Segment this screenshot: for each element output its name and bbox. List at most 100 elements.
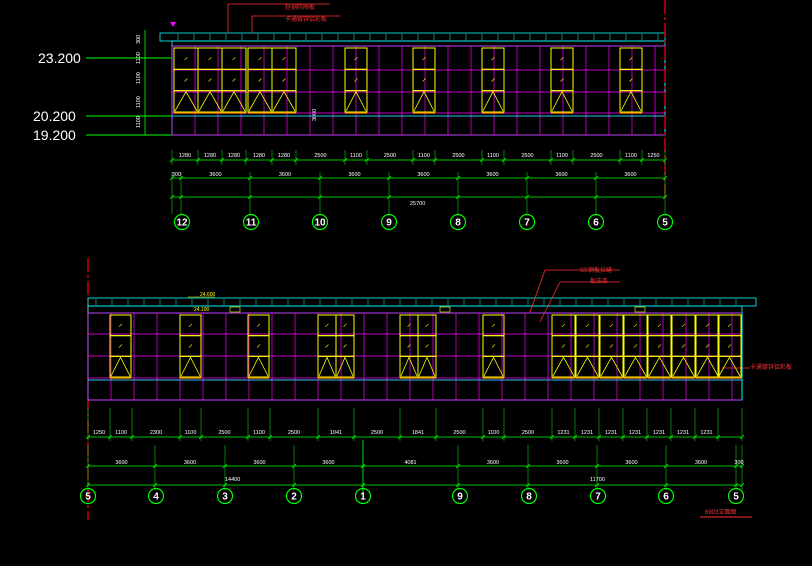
axis-bubble	[656, 213, 674, 231]
window-triangle	[483, 356, 504, 377]
window-mark	[184, 56, 188, 61]
dimension-tick	[195, 157, 201, 163]
dimension-tick	[715, 434, 721, 440]
bay-dim-text: 3600	[209, 172, 221, 178]
dimension-tick	[315, 434, 321, 440]
dimension-tick	[169, 157, 175, 163]
segment-dim-text: 1041	[330, 430, 342, 436]
axis-bubble	[285, 487, 303, 505]
bay-dim-text: 3600	[624, 172, 636, 178]
window-pane	[481, 90, 505, 113]
dimension-tick	[291, 463, 297, 469]
dimension-tick	[620, 434, 626, 440]
bay-dim-text: 3600	[253, 460, 265, 466]
segment-dim-text: 1100	[556, 153, 568, 159]
window-mark	[258, 56, 262, 61]
window-triangle	[248, 356, 269, 377]
window-pane	[623, 355, 648, 378]
segment-dim-text: 2500	[314, 153, 326, 159]
window-mark	[560, 56, 564, 61]
dimension-tick	[386, 175, 392, 181]
vertical-dim-text: 1100	[136, 96, 142, 108]
dimension-tick	[594, 463, 600, 469]
roof-vent	[229, 306, 241, 313]
dimension-tick	[593, 175, 599, 181]
vertical-dim-text: 3000	[312, 109, 318, 121]
dimension-tick	[572, 434, 578, 440]
segment-dim-text: 2500	[521, 153, 533, 159]
window-mark	[282, 56, 286, 61]
bay-dim-text: 300	[172, 172, 181, 178]
dimension-tick	[432, 157, 438, 163]
roof-hatching	[95, 299, 737, 313]
window-pane	[179, 355, 202, 378]
window-triangle	[222, 90, 246, 112]
window-pane	[619, 90, 643, 113]
dimension-tick	[291, 482, 297, 488]
dimension-tick	[594, 482, 600, 488]
axis-bubble	[587, 213, 605, 231]
total-dimension-text: 25700	[410, 201, 425, 207]
segment-dim-text: 2300	[150, 430, 162, 436]
segment-dim-text: 2500	[384, 153, 396, 159]
window-triangle	[198, 90, 222, 112]
axis-bubble	[449, 213, 467, 231]
window-mark	[256, 323, 261, 328]
segment-dim-text: 1100	[350, 153, 362, 159]
dimension-tick	[152, 482, 158, 488]
segment-dim-text: 2500	[590, 153, 602, 159]
segment-dim-text: 1100	[625, 153, 637, 159]
axis-label: 3	[222, 492, 228, 503]
segment-dim-text: 1231	[581, 430, 593, 436]
window-mark	[325, 323, 329, 328]
segment-dim-text: 1231	[629, 430, 641, 436]
dimension-tick	[85, 434, 91, 440]
window-triangle	[718, 356, 741, 377]
bay-dim-text: 3600	[348, 172, 360, 178]
dimension-tick	[733, 463, 739, 469]
dimension-tick	[662, 157, 668, 163]
note-text: 卡通镀锌铝彩板	[285, 15, 327, 23]
bay-dim-text: 3600	[322, 460, 334, 466]
dimension-tick	[668, 434, 674, 440]
total-dimension-text: 11700	[590, 477, 605, 483]
window-triangle	[110, 356, 131, 377]
window-pane	[482, 355, 505, 378]
window-triangle	[318, 356, 336, 377]
axis-label: 11	[246, 218, 257, 229]
window-pane	[109, 355, 132, 378]
dimension-tick	[455, 463, 461, 469]
window-triangle	[648, 356, 671, 377]
window-mark	[118, 344, 123, 348]
segment-dim-text: 1231	[653, 430, 665, 436]
axis-bubble	[657, 487, 675, 505]
window-mark	[354, 56, 358, 61]
axis-label: 5	[85, 492, 91, 503]
window-triangle	[576, 356, 599, 377]
window-mark	[609, 344, 614, 348]
dimension-tick	[222, 482, 228, 488]
segment-dim-text: 1100	[488, 430, 500, 436]
vertical-dim-text: 1100	[136, 52, 142, 64]
window-mark	[561, 323, 566, 328]
dimension-tick	[644, 434, 650, 440]
dimension-tick	[342, 157, 348, 163]
window-triangle	[482, 90, 504, 112]
window-mark	[681, 323, 686, 328]
window-triangle	[174, 90, 198, 112]
window-triangle	[400, 356, 418, 377]
dimension-tick	[317, 194, 323, 200]
axis-label: 9	[386, 218, 392, 229]
dimension-tick	[662, 194, 668, 200]
dimension-tick	[293, 157, 299, 163]
dimension-tick	[480, 434, 486, 440]
dimension-tick	[692, 434, 698, 440]
window-mark	[184, 78, 188, 82]
window-triangle	[418, 356, 436, 377]
note-text: 卡通镀锌铝彩板	[750, 363, 792, 371]
segment-dim-text: 1250	[93, 430, 105, 436]
vertical-dim-text: 1100	[136, 72, 142, 84]
